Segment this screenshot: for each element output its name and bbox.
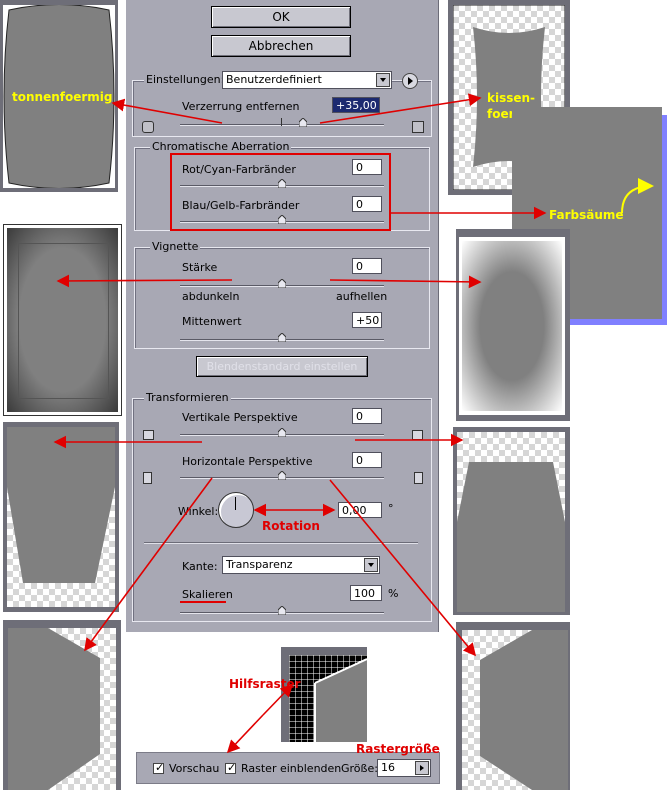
vignette-midpoint-slider-thumb[interactable] [278,333,286,342]
transform-title: Transformieren [144,391,231,404]
horizontal-perspective-input[interactable]: 0 [352,452,382,468]
vignette-amount-label: Stärke [182,261,218,274]
vignette-amount-slider-thumb[interactable] [278,279,286,288]
horizontal-perspective-right-icon [414,472,423,484]
grid-size-annotation-label: Rastergröße [356,742,440,756]
vignette-title: Vignette [150,240,201,253]
chroma-highlight-box [170,153,391,231]
settings-menu-icon[interactable] [402,73,418,89]
scale-input[interactable]: 100 [350,585,382,601]
red-cyan-input[interactable]: 0 [352,159,382,175]
preview-checkbox[interactable]: ✓ [153,761,165,774]
rotation-label: Rotation [262,519,320,533]
grid-preview [281,647,367,742]
scale-slider-thumb[interactable] [278,606,286,615]
lens-correction-panel: OK Abbrechen Einstellungen: Benutzerdefi… [126,0,439,632]
horizontal-perspective-slider-thumb[interactable] [278,471,286,480]
vertical-perspective-left-icon [143,430,154,440]
grid-size-label: Größe: [341,762,378,775]
horizontal-perspective-example-left [3,620,121,790]
blue-yellow-input[interactable]: 0 [352,196,382,212]
distortion-slider-track[interactable] [180,124,384,126]
red-cyan-label: Rot/Cyan-Farbränder [182,163,296,176]
vignette-default-button[interactable]: Blendenstandard einstellen [196,356,368,377]
barrel-icon [142,121,154,133]
vignette-amount-input[interactable]: 0 [352,258,382,274]
red-cyan-slider-thumb[interactable] [278,179,286,188]
vertical-perspective-example-left [3,422,119,612]
angle-input[interactable]: 0,00 [338,502,382,518]
vignette-dark-example [3,224,122,416]
vertical-perspective-right-icon [412,430,423,440]
fringe-label: Farbsäume [549,208,624,222]
vignette-group [134,247,430,349]
blue-yellow-slider-thumb[interactable] [278,215,286,224]
distortion-slider-center-tick [281,118,282,126]
grid-checkbox[interactable]: ✓ [225,761,237,774]
edge-label: Kante: [182,560,218,573]
angle-dial[interactable] [218,492,254,528]
horizontal-perspective-left-icon [143,472,152,484]
vertical-perspective-input[interactable]: 0 [352,408,382,424]
grid-size-select[interactable]: 16 [377,759,431,777]
vertical-perspective-slider-thumb[interactable] [278,428,286,437]
vignette-darken-label: abdunkeln [182,290,240,303]
grid-annotation-label: Hilfsraster [229,677,301,691]
horizontal-perspective-example-right [456,622,570,790]
edge-select[interactable]: Transparenz [222,556,380,574]
distortion-slider-thumb[interactable] [299,118,308,127]
vignette-light-example [456,229,570,421]
vignette-lighten-label: aufhellen [336,290,388,303]
vertical-perspective-label: Vertikale Perspektive [182,411,298,424]
angle-dial-needle [235,497,236,510]
settings-select[interactable]: Benutzerdefiniert [222,71,392,89]
distortion-label: Verzerrung entfernen [182,100,300,113]
horizontal-perspective-label: Horizontale Perspektive [182,455,313,468]
transform-divider [144,542,418,544]
chroma-title: Chromatische Aberration [150,140,292,153]
pincushion-icon [412,121,424,133]
distortion-input[interactable]: +35,00 [332,97,380,113]
ok-button[interactable]: OK [211,6,351,28]
edge-select-value: Transparenz [226,558,293,571]
bottom-options-bar: ✓ Vorschau ✓ Raster einblenden Größe: 16 [136,752,440,784]
scale-underline [180,601,226,603]
preview-label: Vorschau [169,762,220,775]
scale-label: Skalieren [182,588,233,601]
degree-symbol: ° [388,502,394,515]
blue-yellow-label: Blau/Gelb-Farbränder [182,199,300,212]
chevron-right-icon [415,761,429,775]
grid-label: Raster einblenden [241,762,342,775]
angle-label: Winkel: [178,505,219,518]
vertical-perspective-example-right [453,427,570,615]
settings-select-value: Benutzerdefiniert [226,73,322,86]
barrel-example [0,0,118,192]
vignette-midpoint-input[interactable]: +50 [352,312,382,328]
grid-size-value: 16 [381,761,395,774]
cancel-button[interactable]: Abbrechen [211,35,351,57]
chevron-down-icon [376,73,390,87]
settings-label: Einstellungen: [144,73,227,86]
percent-symbol: % [388,587,399,600]
chevron-down-icon [364,558,378,572]
barrel-label: tonnenfoermig [12,90,113,104]
vignette-midpoint-label: Mittenwert [182,315,242,328]
